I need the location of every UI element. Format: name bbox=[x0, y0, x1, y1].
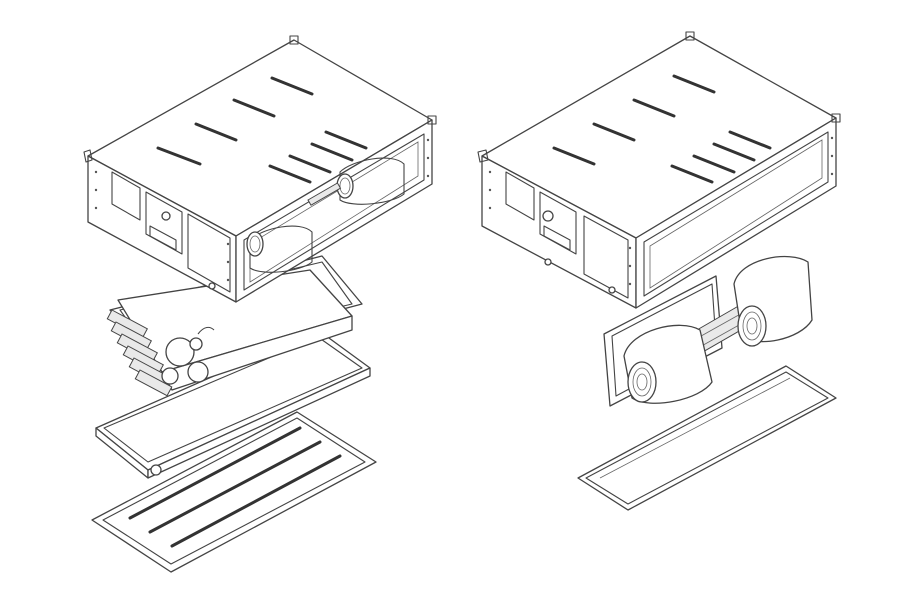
left-coil bbox=[106, 269, 353, 397]
right-electrical-box bbox=[505, 171, 629, 299]
coil-headers bbox=[106, 309, 215, 397]
left-unit-casing bbox=[83, 35, 437, 303]
right-assembly bbox=[477, 31, 841, 511]
left-bottom-panel bbox=[91, 411, 377, 573]
left-assembly bbox=[83, 35, 437, 573]
left-drain-pan bbox=[95, 329, 371, 479]
right-bottom-panel bbox=[577, 365, 837, 511]
left-electrical-box bbox=[111, 171, 231, 293]
right-blower-assembly bbox=[603, 255, 813, 407]
left-visible-blowers bbox=[246, 157, 405, 273]
drain-outlet bbox=[150, 464, 162, 476]
right-unit-casing bbox=[477, 31, 841, 309]
right-rivets bbox=[488, 136, 834, 286]
left-rivets bbox=[94, 138, 430, 282]
